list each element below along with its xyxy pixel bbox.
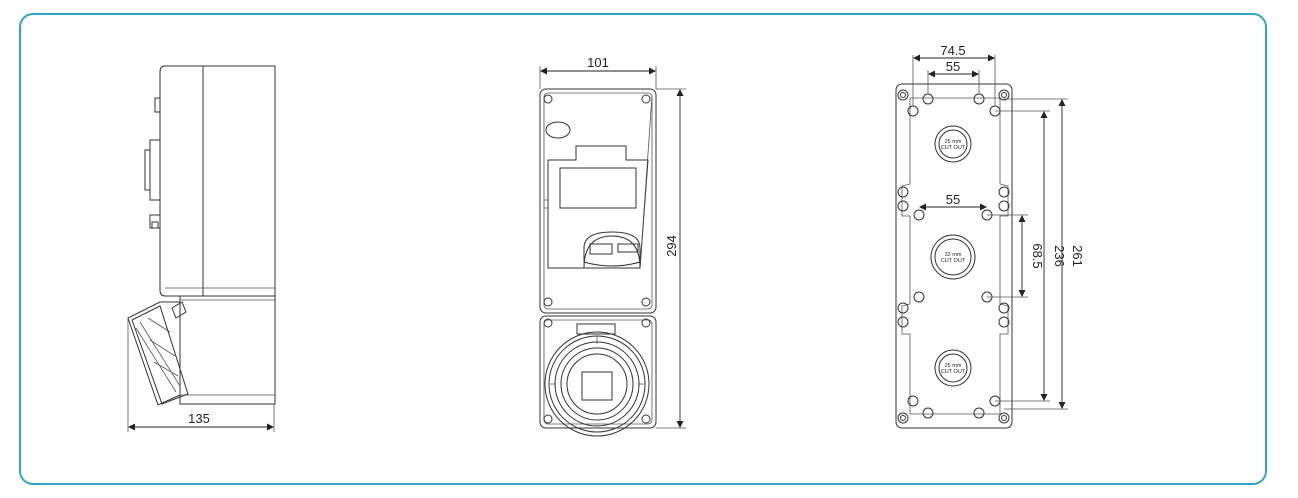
- side-depth-label: 135: [188, 411, 210, 426]
- cutout-top-line2: CUT OUT: [941, 145, 966, 151]
- cutout-bot-line2: CUT OUT: [941, 369, 966, 375]
- cutout-mid-line2: CUT OUT: [941, 258, 966, 264]
- cutout-bot-line1: 25 mm: [945, 363, 962, 369]
- rear-top-inner-label: 55: [946, 59, 960, 74]
- front-height-label: 294: [664, 235, 679, 257]
- drawing-frame: [19, 13, 1267, 485]
- rear-mid-width-label: 55: [946, 192, 960, 207]
- front-width-label: 101: [587, 55, 609, 70]
- rear-outer-height-label: 261: [1070, 245, 1085, 267]
- rear-mid-height-label: 68.5: [1030, 243, 1045, 268]
- cutout-mid-line1: 32 mm: [945, 252, 962, 258]
- rear-inner-height-label: 236: [1052, 245, 1067, 267]
- side-view: 135: [127, 65, 276, 432]
- rear-top-outer-label: 74.5: [940, 43, 965, 58]
- cutout-top-line1: 25 mm: [945, 139, 962, 145]
- front-view: 101 294: [539, 55, 686, 437]
- rear-view: 25 mm CUT OUT 32 mm CUT OUT 25 mm CUT OU…: [895, 43, 1085, 429]
